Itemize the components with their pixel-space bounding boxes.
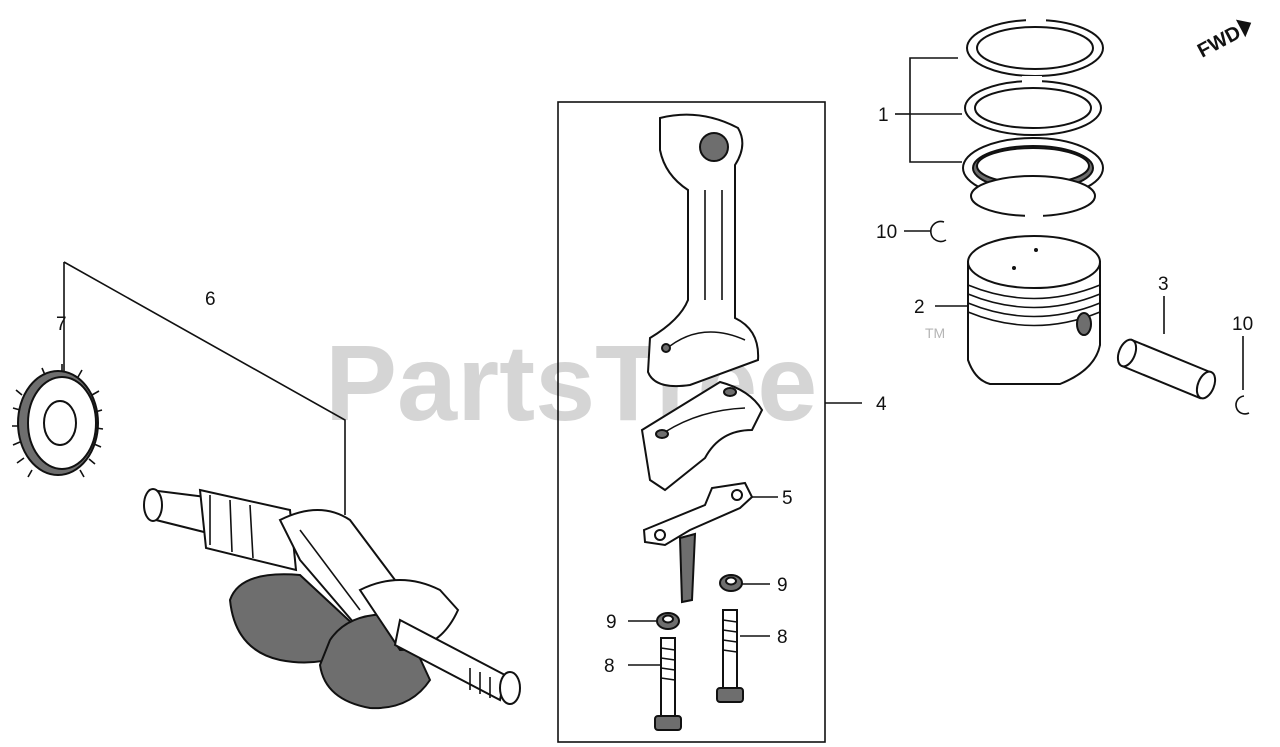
callout-connecting-rod: 4 — [876, 394, 887, 415]
callout-nut-right: 9 — [777, 575, 788, 596]
piston-pin-clip-right — [1235, 395, 1250, 415]
timing-gear — [12, 364, 104, 478]
callout-nut-left: 9 — [606, 612, 617, 633]
connecting-rod-group-box — [557, 101, 826, 743]
callout-crankshaft: 6 — [205, 289, 216, 310]
callout-clip-right: 10 — [1232, 314, 1253, 335]
crankshaft — [143, 488, 521, 710]
connecting-rod-cap — [640, 380, 764, 492]
piston — [967, 235, 1101, 385]
callout-clip-left: 10 — [876, 222, 897, 243]
piston-rings — [962, 14, 1104, 219]
rod-bolt-right — [716, 609, 744, 703]
callout-oil-dipper: 5 — [782, 488, 793, 509]
watermark-trademark: TM — [925, 325, 945, 341]
crankshaft-bracket — [63, 261, 346, 515]
fwd-label: FWD — [1194, 22, 1245, 63]
callout-bolt-left: 8 — [604, 656, 615, 677]
callout-bolt-right: 8 — [777, 627, 788, 648]
fwd-arrow-marker: FWD — [1194, 19, 1252, 63]
piston-pin-clip-left — [930, 220, 947, 243]
callout-piston: 2 — [914, 297, 925, 318]
callout-timing-gear: 7 — [56, 314, 67, 335]
rod-bolt-left — [654, 637, 682, 731]
lock-nut-right — [719, 574, 743, 592]
piston-pin — [1116, 338, 1217, 400]
fwd-arrow-icon — [1235, 19, 1252, 38]
rings-bracket — [909, 57, 962, 163]
callout-rings: 1 — [878, 105, 889, 126]
connecting-rod — [646, 113, 760, 388]
lock-nut-left — [656, 612, 680, 630]
callout-piston-pin: 3 — [1158, 274, 1169, 295]
oil-dipper — [642, 481, 754, 604]
